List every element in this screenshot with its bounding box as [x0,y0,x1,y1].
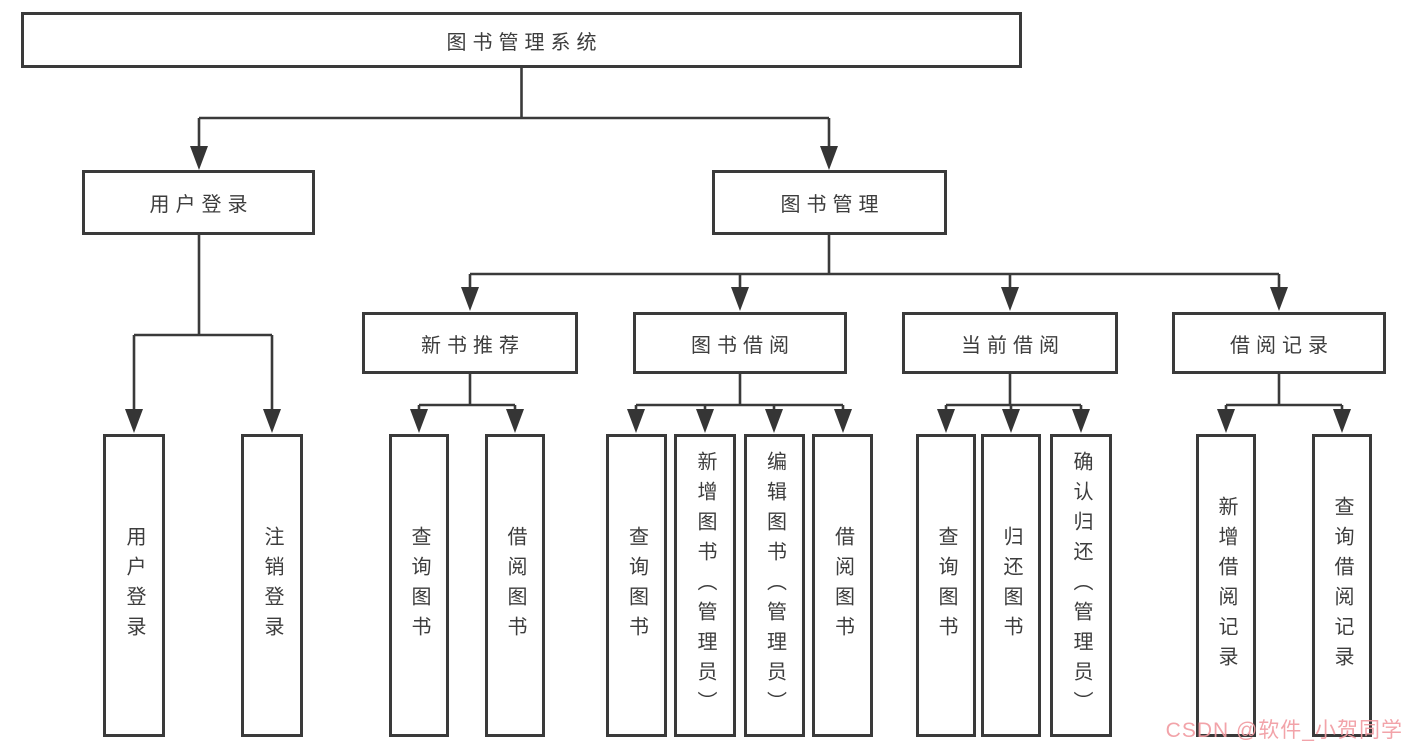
leaf-query-books-recommend: 查询图书 [389,434,449,737]
leaf-return-books: 归还图书 [981,434,1041,737]
leaf-borrow-books: 借阅图书 [812,434,873,737]
node-new-book-recommend: 新书推荐 [362,312,578,374]
node-book-borrow: 图书借阅 [633,312,847,374]
leaf-query-books-borrow: 查询图书 [606,434,667,737]
leaf-add-books-admin: 新增图书（管理员） [674,434,736,737]
node-root-library-system: 图书管理系统 [21,12,1022,68]
node-borrow-records: 借阅记录 [1172,312,1386,374]
node-current-borrow: 当前借阅 [902,312,1118,374]
leaf-user-login: 用户登录 [103,434,165,737]
leaf-edit-books-admin: 编辑图书（管理员） [744,434,805,737]
leaf-query-borrow-record: 查询借阅记录 [1312,434,1372,737]
leaf-logout: 注销登录 [241,434,303,737]
leaf-add-borrow-record: 新增借阅记录 [1196,434,1256,737]
leaf-query-books-current: 查询图书 [916,434,976,737]
node-book-management: 图书管理 [712,170,947,235]
leaf-borrow-books-recommend: 借阅图书 [485,434,545,737]
csdn-watermark: CSDN @软件_小贺同学 [1165,719,1403,742]
node-user-login: 用户登录 [82,170,315,235]
leaf-confirm-return-admin: 确认归还（管理员） [1050,434,1112,737]
